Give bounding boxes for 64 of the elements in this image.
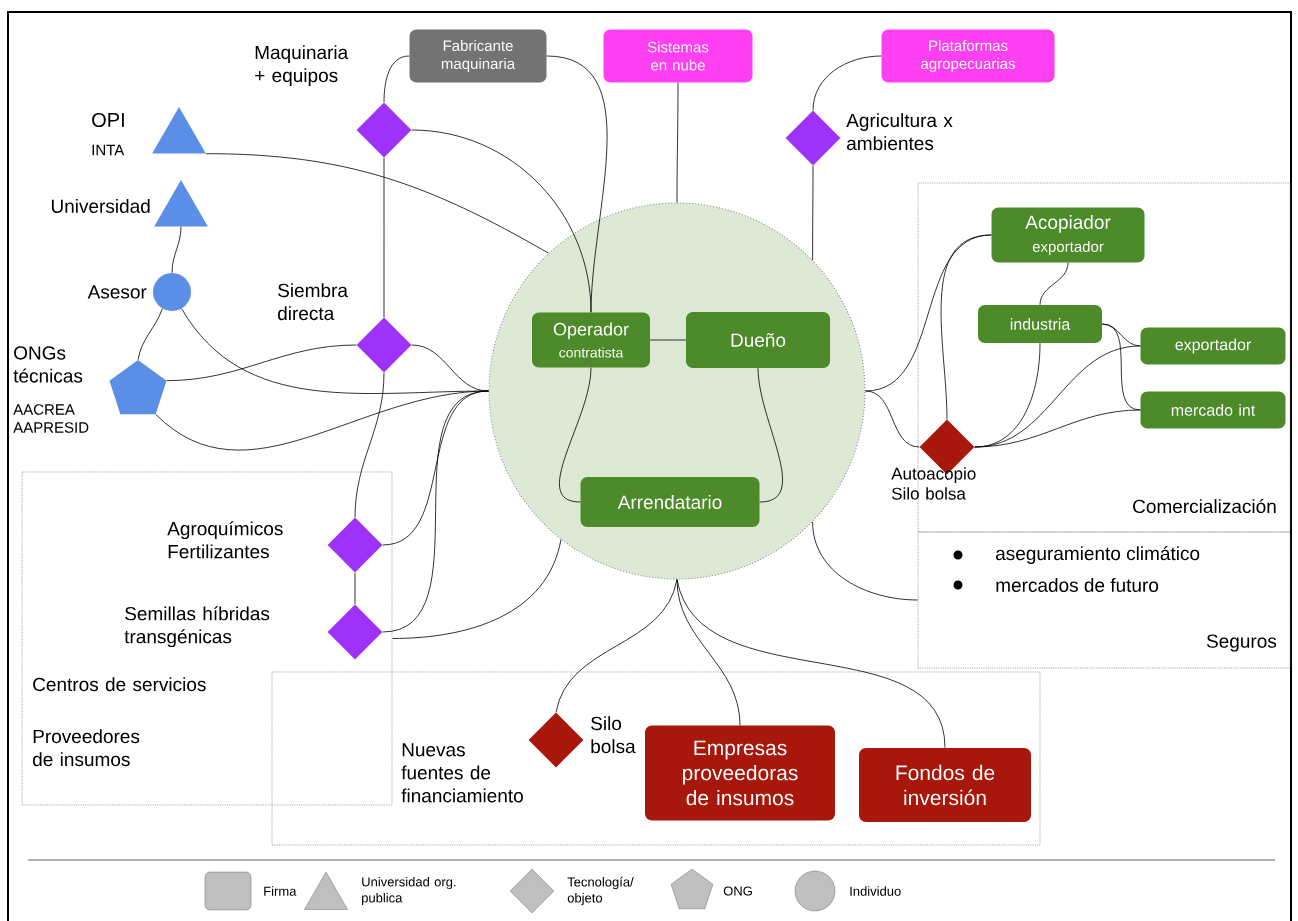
connector — [559, 367, 592, 503]
node-label: Siembra directa — [278, 283, 348, 321]
connector — [392, 539, 562, 639]
bullet-item: aseguramiento climático — [953, 546, 1200, 564]
rounded-box: Empresas proveedoras de insumos — [645, 725, 835, 821]
rounded-box: Dueño — [686, 312, 830, 368]
rounded-box: exportador — [1140, 327, 1286, 365]
connector — [812, 165, 814, 261]
connector — [865, 390, 920, 448]
rounded-box: Fabricante maquinaria — [409, 29, 547, 83]
node-label: Proveedores de insumos — [33, 729, 140, 767]
node-label: Nuevas fuentes de financiamiento — [401, 743, 523, 803]
connector — [354, 572, 356, 605]
legend-label: Firma — [264, 886, 297, 896]
connector — [382, 390, 489, 633]
rounded-box: industria — [978, 305, 1102, 343]
node-label: Seguros — [1206, 634, 1277, 652]
connector — [166, 344, 357, 382]
connector — [411, 344, 489, 392]
rounded-box: mercado int — [1140, 391, 1286, 429]
node-label: ONGs técnicas — [13, 346, 83, 383]
node-label: Comercialización — [1133, 498, 1276, 514]
node-label: Universidad — [51, 199, 150, 213]
rounded-box: Arrendatario — [580, 477, 760, 527]
rounded-box: Acopiador exportador — [991, 207, 1145, 263]
connector — [383, 55, 410, 103]
node-label: Maquinaria + equipos — [255, 45, 349, 86]
node-label: Silo bolsa — [591, 716, 636, 754]
node-label: AACREA AAPRESID — [13, 404, 89, 433]
connector — [1101, 323, 1141, 411]
connector — [757, 367, 783, 503]
connector — [383, 157, 385, 318]
rounded-box: Operador contratista — [532, 312, 650, 368]
bullet-item: mercados de futuro — [953, 578, 1159, 592]
connector — [676, 579, 946, 749]
connector — [1039, 262, 1069, 306]
connector — [555, 579, 678, 713]
connector — [676, 82, 679, 203]
connector — [974, 409, 1141, 448]
connector — [812, 55, 882, 111]
connector — [354, 372, 385, 518]
rounded-box: Plataformas agropecuarias — [881, 29, 1055, 83]
node-label: Centros de servicios — [33, 677, 206, 692]
node-label: Asesor — [87, 285, 147, 299]
node-label: OPI — [92, 112, 124, 128]
legend-label: Tecnología/ objeto — [567, 876, 634, 906]
connector — [649, 339, 687, 341]
rounded-box: Sistemas en nube — [603, 29, 753, 83]
node-label: Agroquímicos Fertilizantes — [167, 521, 283, 559]
connector — [411, 129, 592, 313]
node-label: Autoacopio Silo bolsa — [891, 467, 976, 500]
node-label: Agricultura x ambientes — [846, 113, 953, 151]
connector — [676, 579, 741, 726]
connector — [940, 234, 992, 420]
legend-label: ONG — [723, 886, 752, 896]
node-label: Semillas híbridas transgénicas — [124, 606, 270, 648]
connector — [205, 153, 549, 254]
node-label: INTA — [92, 144, 125, 156]
rounded-box: Fondos de inversión — [859, 748, 1031, 822]
legend-label: Individuo — [850, 886, 901, 896]
connector — [137, 308, 163, 361]
connector — [171, 226, 182, 274]
legend-label: Universidad org. publica — [362, 876, 456, 906]
connector — [812, 521, 918, 601]
